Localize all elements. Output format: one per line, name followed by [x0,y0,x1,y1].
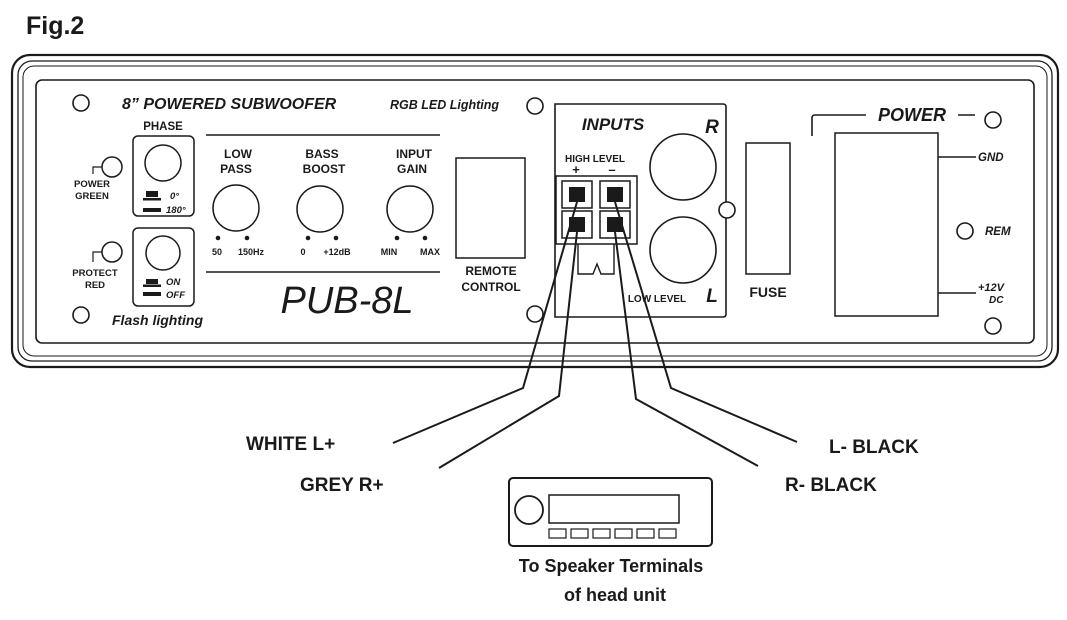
high-level-connector[interactable] [555,175,638,275]
mounting-hole-icon [984,317,1002,335]
terminal-pin-icon [569,187,585,202]
v12-label-2: DC [989,295,1004,306]
wire-label-white-l-plus: WHITE L+ [246,434,335,455]
wire-label-r-minus-black: R- BLACK [785,475,877,496]
terminal-pin-icon [569,217,585,232]
led-icon [101,156,123,178]
model-name: PUB-8L [280,280,413,322]
low-pass-min: 50 [212,247,222,257]
low-pass-label-1: LOW [224,147,253,161]
power-section: POWER GND REM +12V DC [811,105,1011,317]
power-led-label-2: GREEN [75,191,109,202]
mounting-hole-icon [718,201,736,219]
phase-option-180: 180° [166,205,186,216]
panel-title: 8” POWERED SUBWOOFER [122,96,337,113]
flash-off-label: OFF [166,290,185,301]
v12-label-1: +12V [978,282,1006,294]
terminal-pin-icon [607,187,623,202]
rca-jack-left-icon[interactable] [649,216,717,284]
input-gain-label-1: INPUT [396,147,433,161]
bass-boost-min: 0 [300,247,305,257]
flash-lighting-switch[interactable]: ON OFF Flash lighting [112,227,203,328]
bass-boost-label-1: BASS [305,147,338,161]
phase-label: PHASE [143,121,183,133]
inputs-left-label: L [706,286,718,307]
mounting-hole-icon [72,306,90,324]
low-pass-knob[interactable]: LOW PASS 50 150Hz [212,147,265,257]
mounting-holes [72,94,1002,335]
head-unit-caption-1: To Speaker Terminals [519,556,703,576]
input-gain-min: MIN [381,247,398,257]
wire-r-minus-black [614,231,759,467]
mounting-hole-icon [984,111,1002,129]
wire-label-l-minus-black: L- BLACK [829,437,919,458]
wires [392,201,798,469]
wire-white-l-plus [392,201,578,444]
high-level-minus: – [608,162,615,177]
head-unit-caption-2: of head unit [564,585,666,605]
low-pass-label-2: PASS [220,162,252,176]
input-gain-max: MAX [420,247,440,257]
high-level-plus: + [572,162,580,177]
low-pass-max: 150Hz [238,247,265,257]
wire-grey-r-plus [438,231,578,469]
phase-switch[interactable]: PHASE 0° 180° [132,121,195,217]
gnd-label: GND [978,152,1004,164]
rem-label: REM [985,226,1011,238]
low-level-label: LOW LEVEL [628,294,686,305]
protect-led: PROTECT RED [72,241,123,291]
rca-jack-right-icon[interactable] [649,133,717,201]
terminal-pin-icon [607,217,623,232]
mounting-hole-icon [72,94,90,112]
mounting-hole-icon [956,222,974,240]
panel-frame [10,53,1060,369]
power-title: POWER [878,105,946,125]
bass-boost-knob[interactable]: BASS BOOST 0 +12dB [296,147,351,257]
bass-boost-max: +12dB [323,247,351,257]
mounting-hole-icon [526,305,544,323]
input-gain-label-2: GAIN [397,162,427,176]
flash-lighting-label: Flash lighting [112,312,203,328]
remote-label-2: CONTROL [461,280,520,294]
wire-label-grey-r-plus: GREY R+ [300,475,384,496]
figure-label: Fig.2 [26,12,84,40]
flash-on-label: ON [166,277,181,288]
power-led: POWER GREEN [74,156,123,202]
wire-l-minus-black [614,201,798,443]
fuse: FUSE [745,142,791,300]
high-level-label: HIGH LEVEL [565,154,625,165]
inputs-title: INPUTS [582,115,645,134]
remote-control-port[interactable]: REMOTE CONTROL [455,157,526,294]
inputs-section: INPUTS R L HIGH LEVEL + – LOW LEVEL [554,103,736,318]
protect-led-label-2: RED [85,280,105,291]
mounting-hole-icon [526,97,544,115]
protect-led-label-1: PROTECT [72,268,118,279]
inputs-right-label: R [705,117,719,138]
power-led-label-1: POWER [74,179,110,190]
bass-boost-label-2: BOOST [303,162,346,176]
phase-option-0: 0° [170,191,179,202]
input-gain-knob[interactable]: INPUT GAIN MIN MAX [381,147,440,257]
led-icon [101,241,123,263]
fuse-label: FUSE [749,284,786,300]
power-terminal-block [834,132,939,317]
remote-label-1: REMOTE [465,264,516,278]
head-unit-icon [508,477,713,547]
panel-subtitle: RGB LED Lighting [390,98,499,112]
